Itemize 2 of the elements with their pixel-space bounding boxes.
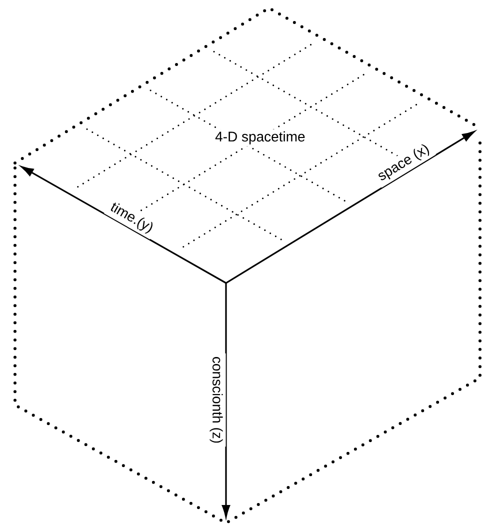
- axis-label: conscionth (z): [206, 353, 226, 447]
- node-label: 4-D spacetime: [215, 131, 305, 144]
